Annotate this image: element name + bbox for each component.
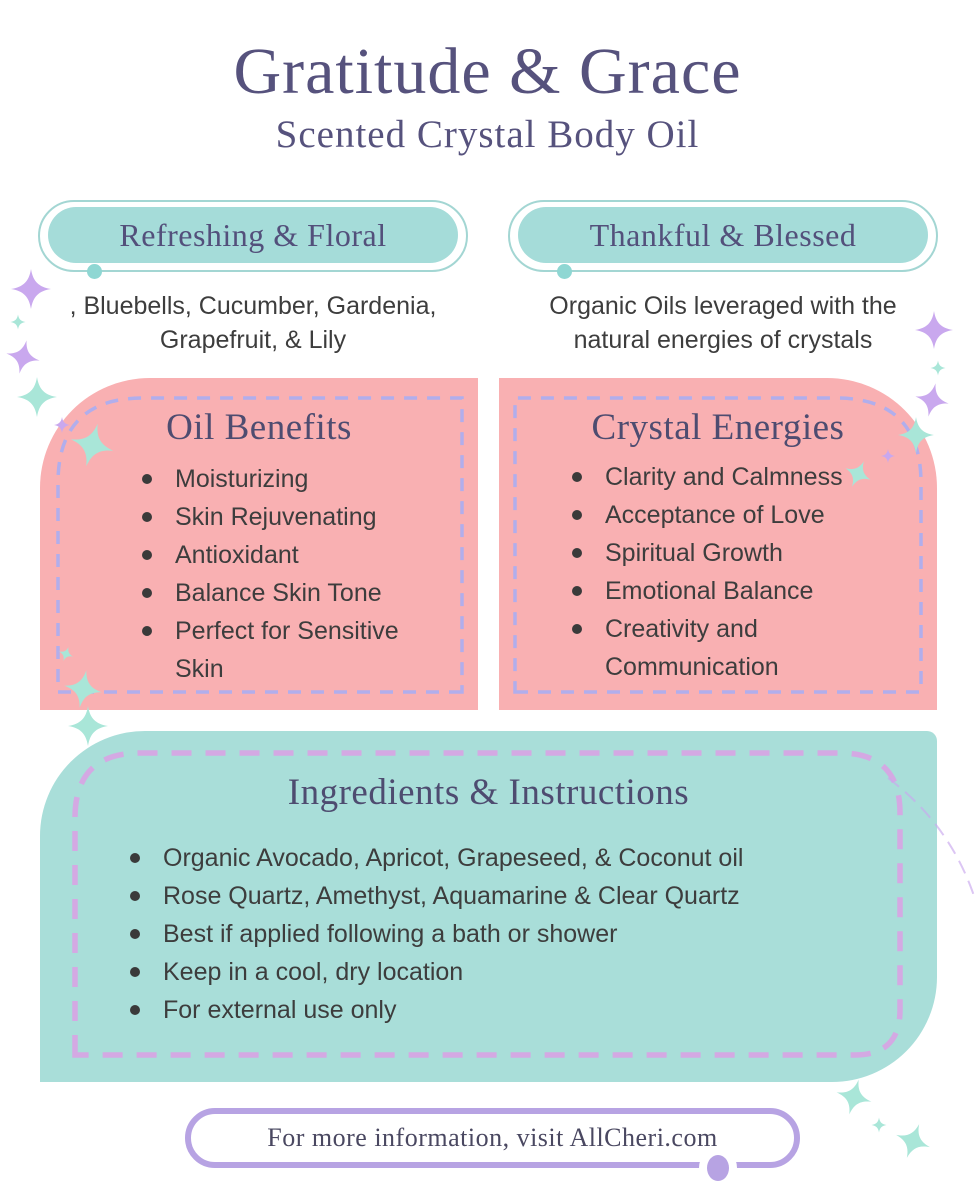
ingredients-card: Ingredients & Instructions Organic Avoca…	[40, 731, 937, 1082]
footer-dot	[707, 1155, 729, 1181]
list-item: Acceptance of Love	[572, 496, 857, 534]
page-subtitle: Scented Crystal Body Oil	[275, 113, 700, 156]
scent-notes-text: , Bluebells, Cucumber, Gardenia, Grapefr…	[69, 292, 437, 354]
sparkle-icon	[889, 1117, 937, 1165]
footer-text: For more information, visit AllCheri.com	[267, 1123, 718, 1152]
card-heading: Crystal Energies	[591, 407, 845, 448]
list-item: Keep in a cool, dry location	[130, 953, 880, 991]
list-item: Spiritual Growth	[572, 534, 857, 572]
crystal-oils-text: Organic Oils leveraged with the natural …	[549, 292, 897, 354]
list-item: Emotional Balance	[572, 572, 857, 610]
footer-pill: For more information, visit AllCheri.com	[185, 1108, 800, 1181]
list-item: Rose Quartz, Amethyst, Aquamarine & Clea…	[130, 877, 880, 915]
scent-pill-thankful: Thankful & Blessed	[508, 200, 938, 279]
sparkle-icon	[2, 336, 44, 378]
list-item: Skin Rejuvenating	[142, 498, 442, 536]
list-item: Perfect for Sensitive Skin	[142, 612, 442, 688]
list-item: Organic Avocado, Apricot, Grapeseed, & C…	[130, 839, 880, 877]
page-title: Gratitude & Grace	[233, 35, 742, 108]
list-item: For external use only	[130, 991, 880, 1029]
sparkle-icon	[930, 360, 946, 376]
card-heading: Oil Benefits	[166, 407, 352, 448]
sparkle-icon	[10, 314, 26, 330]
sparkle-icon	[871, 1117, 887, 1133]
list-item: Creativity and Communication	[572, 610, 857, 686]
scent-pill-label: Thankful & Blessed	[518, 207, 928, 263]
pill-connector-dot	[87, 264, 102, 279]
list-item: Antioxidant	[142, 536, 442, 574]
scent-pill-label: Refreshing & Floral	[48, 207, 458, 263]
benefit-list: Moisturizing Skin Rejuvenating Antioxida…	[142, 460, 442, 688]
card-heading: Ingredients & Instructions	[287, 772, 690, 813]
list-item: Clarity and Calmness	[572, 458, 857, 496]
energy-list: Clarity and Calmness Acceptance of Love …	[572, 458, 857, 686]
crystal-energies-card: Crystal Energies Clarity and Calmness Ac…	[499, 378, 937, 710]
list-item: Best if applied following a bath or show…	[130, 915, 880, 953]
scent-pill-refreshing: Refreshing & Floral	[38, 200, 468, 279]
oil-benefits-card: Oil Benefits Moisturizing Skin Rejuvenat…	[40, 378, 478, 710]
pill-connector-dot	[557, 264, 572, 279]
ingredients-list: Organic Avocado, Apricot, Grapeseed, & C…	[130, 839, 880, 1029]
list-item: Moisturizing	[142, 460, 442, 498]
list-item: Balance Skin Tone	[142, 574, 442, 612]
